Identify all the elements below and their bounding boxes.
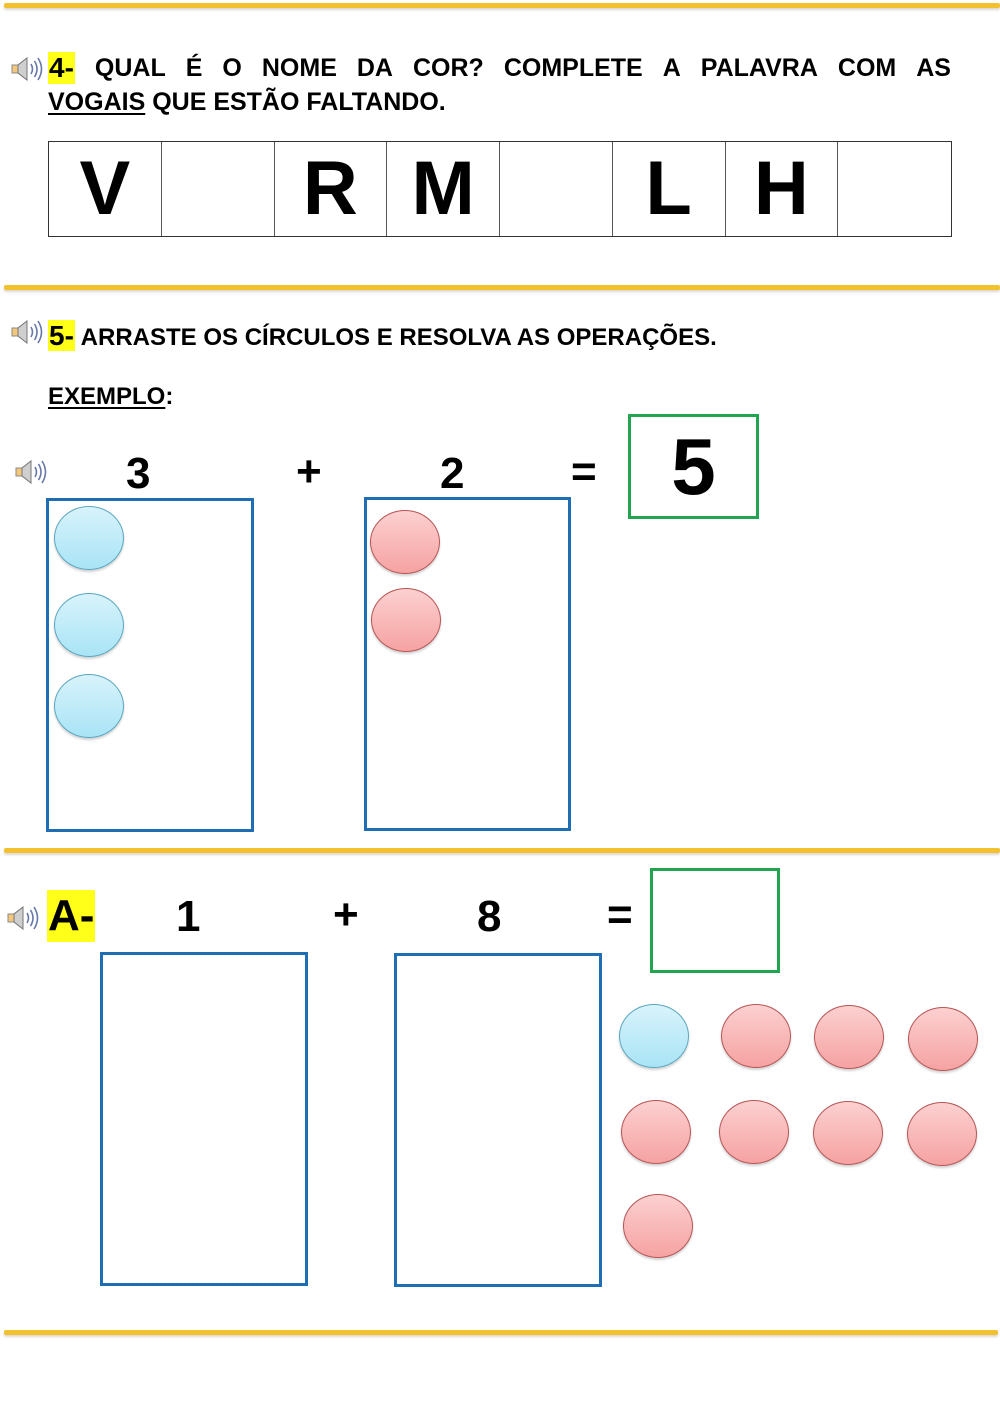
- exercise-a-equals-sign: =: [607, 890, 633, 939]
- speaker-icon[interactable]: [10, 319, 44, 345]
- red-circle[interactable]: [621, 1100, 691, 1164]
- example-operand-1: 3: [126, 449, 151, 498]
- example-label: EXEMPLO:: [48, 383, 174, 410]
- exercise-a-drop-box-2[interactable]: [394, 953, 602, 1287]
- exercise-a-answer-box[interactable]: [650, 868, 780, 973]
- question-5-text: ARRASTE OS CÍRCULOS E RESOLVA AS OPERAÇÕ…: [74, 324, 717, 351]
- blank-letter-cell-2[interactable]: [162, 142, 275, 236]
- blank-letter-cell-8[interactable]: [838, 142, 951, 236]
- title-word: É: [185, 54, 203, 82]
- blue-circle[interactable]: [54, 674, 124, 738]
- red-circle[interactable]: [908, 1007, 978, 1071]
- title-word: O: [222, 54, 242, 82]
- red-circle[interactable]: [814, 1005, 884, 1069]
- example-plus-sign: +: [296, 447, 322, 496]
- title-word: COMPLETE: [503, 54, 643, 82]
- question-5-number: 5-: [48, 320, 75, 351]
- exercise-a-plus-sign: +: [333, 890, 359, 939]
- blue-circle[interactable]: [619, 1004, 689, 1068]
- red-circle[interactable]: [623, 1194, 693, 1258]
- example-count-box-1: [46, 498, 254, 832]
- vogais-underlined: VOGAIS: [48, 88, 146, 116]
- speaker-icon[interactable]: [10, 56, 44, 82]
- blue-circle[interactable]: [54, 593, 124, 657]
- exercise-a-operand-2: 8: [477, 892, 502, 941]
- letter-grid: V R M L H: [48, 141, 952, 237]
- example-answer-box: 5: [628, 414, 759, 519]
- speaker-icon[interactable]: [6, 905, 40, 931]
- question-4-number: 4-: [48, 52, 75, 84]
- title-word: AS: [916, 54, 951, 82]
- letter-cell-6: L: [613, 142, 726, 236]
- title-word: DA: [356, 54, 393, 82]
- top-divider: [4, 3, 1000, 8]
- red-circle[interactable]: [813, 1101, 883, 1165]
- title-word: COR?: [412, 54, 484, 82]
- red-circle[interactable]: [907, 1102, 977, 1166]
- red-circle[interactable]: [721, 1004, 791, 1068]
- exercise-a-label: A-: [47, 890, 96, 942]
- example-equals-sign: =: [571, 447, 597, 496]
- question-4-title-line1: 4- QUAL É O NOME DA COR? COMPLETE A PALA…: [48, 52, 951, 84]
- title-word: NOME: [261, 54, 337, 82]
- title-word: QUAL: [94, 54, 166, 82]
- letter-cell-7: H: [726, 142, 839, 236]
- title-word: A: [662, 54, 681, 82]
- exercise-a-drop-box-1[interactable]: [100, 952, 308, 1286]
- title-word: PALAVRA: [700, 54, 818, 82]
- letter-cell-3: R: [275, 142, 388, 236]
- speaker-icon[interactable]: [14, 459, 48, 485]
- red-circle[interactable]: [371, 588, 441, 652]
- exercise-a-operand-1: 1: [176, 892, 201, 941]
- letter-cell-1: V: [49, 142, 162, 236]
- divider-example-exercise: [4, 848, 1000, 853]
- divider-q4-q5: [4, 285, 1000, 290]
- question-5-title: 5- ARRASTE OS CÍRCULOS E RESOLVA AS OPER…: [48, 320, 717, 354]
- red-circle[interactable]: [370, 510, 440, 574]
- example-operand-2: 2: [440, 449, 465, 498]
- question-4-title-line2: VOGAIS QUE ESTÃO FALTANDO.: [48, 86, 446, 118]
- blank-letter-cell-5[interactable]: [500, 142, 613, 236]
- blue-circle[interactable]: [54, 506, 124, 570]
- title-word: COM: [837, 54, 897, 82]
- example-count-box-2: [364, 497, 571, 831]
- red-circle[interactable]: [719, 1100, 789, 1164]
- letter-cell-4: M: [387, 142, 500, 236]
- bottom-divider: [4, 1330, 998, 1335]
- line2-rest: QUE ESTÃO FALTANDO.: [145, 88, 446, 116]
